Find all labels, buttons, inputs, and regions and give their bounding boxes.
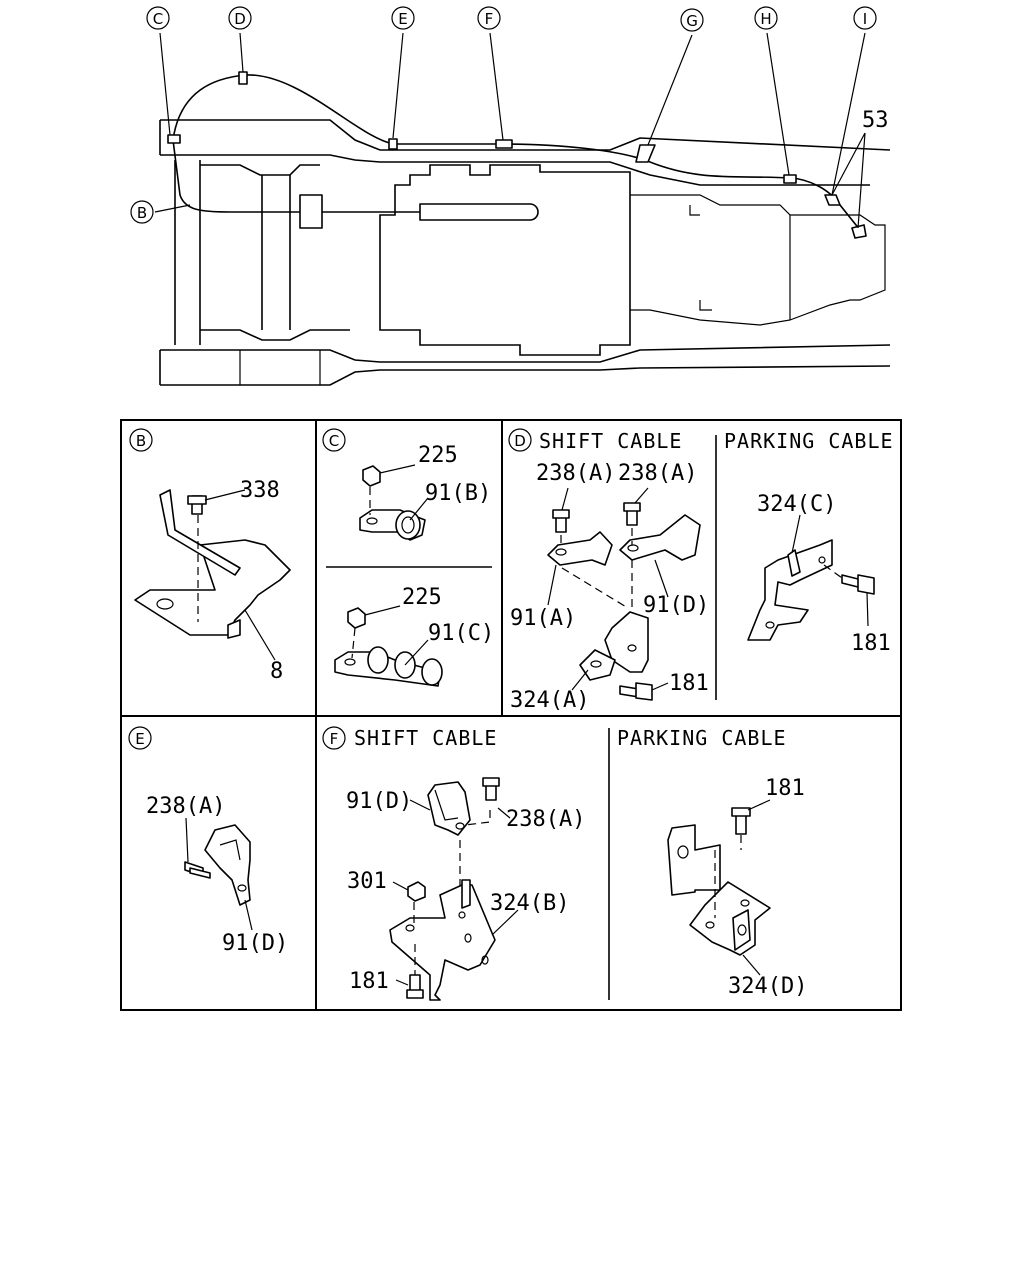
part-238a-label-2: 238(A) [618,461,697,486]
part-181-label-shift: 181 [349,969,389,994]
detail-grid [120,419,902,1011]
chassis-overview [154,32,891,386]
callout-e: E [391,6,415,30]
part-324b-label: 324(B) [490,891,569,916]
callout-d: D [228,6,252,30]
part-91b-label: 91(B) [425,481,491,506]
panel-f-shift-title: SHIFT CABLE [354,726,497,750]
part-238a-label-1: 238(A) [536,461,615,486]
panel-d-letter: D [514,432,526,450]
callout-f: F [477,6,501,30]
part-338-label: 338 [240,478,280,503]
part-181-label-parking: 181 [765,776,805,801]
panel-c: C 225 91(B) 225 91(C) [322,428,494,687]
part-181a-label: 181 [669,671,709,696]
svg-text:D: D [234,10,246,28]
svg-text:E: E [398,10,407,28]
part-91a-label: 91(A) [510,606,576,631]
part-91d-label: 91(D) [643,593,709,618]
part-53-label: 53 [862,108,889,133]
svg-text:G: G [686,12,698,30]
panel-f-parking-title: PARKING CABLE [617,726,787,750]
panel-e: E 238(A) 91(D) [128,726,288,956]
panel-c-letter: C [329,432,339,450]
part-301-label: 301 [347,869,387,894]
svg-text:I: I [863,10,867,28]
panel-e-letter: E [135,730,144,748]
callout-g: G [680,8,704,32]
svg-text:C: C [153,10,163,28]
panel-d: D SHIFT CABLE PARKING CABLE 238(A) 238(A… [508,428,894,713]
part-324a-label: 324(A) [510,688,589,713]
callout-c: C [146,6,170,30]
panel-f: F SHIFT CABLE PARKING CABLE 91(D) 238(A) [322,726,807,1001]
callout-b: B [130,200,154,224]
panel-d-parking-title: PARKING CABLE [724,429,894,453]
part-225-label-top: 225 [418,443,458,468]
part-8-label: 8 [270,659,283,684]
part-91d-label: 91(D) [346,789,412,814]
panel-f-letter: F [330,730,339,748]
part-324d-label: 324(D) [728,974,807,999]
part-91d-label: 91(D) [222,931,288,956]
panel-d-shift-title: SHIFT CABLE [539,429,682,453]
panel-b: B 338 8 [129,428,291,684]
callout-i: I [853,6,877,30]
part-181b-label: 181 [851,631,891,656]
callout-h: H [754,6,778,30]
svg-text:H: H [760,10,771,28]
part-238a-label: 238(A) [506,807,585,832]
part-91c-label: 91(C) [428,621,494,646]
part-324c-label: 324(C) [757,492,836,517]
part-238a-label: 238(A) [146,794,225,819]
part-225-label-bottom: 225 [402,585,442,610]
svg-text:F: F [485,10,494,28]
svg-text:B: B [137,204,147,222]
panel-b-letter: B [136,432,146,450]
